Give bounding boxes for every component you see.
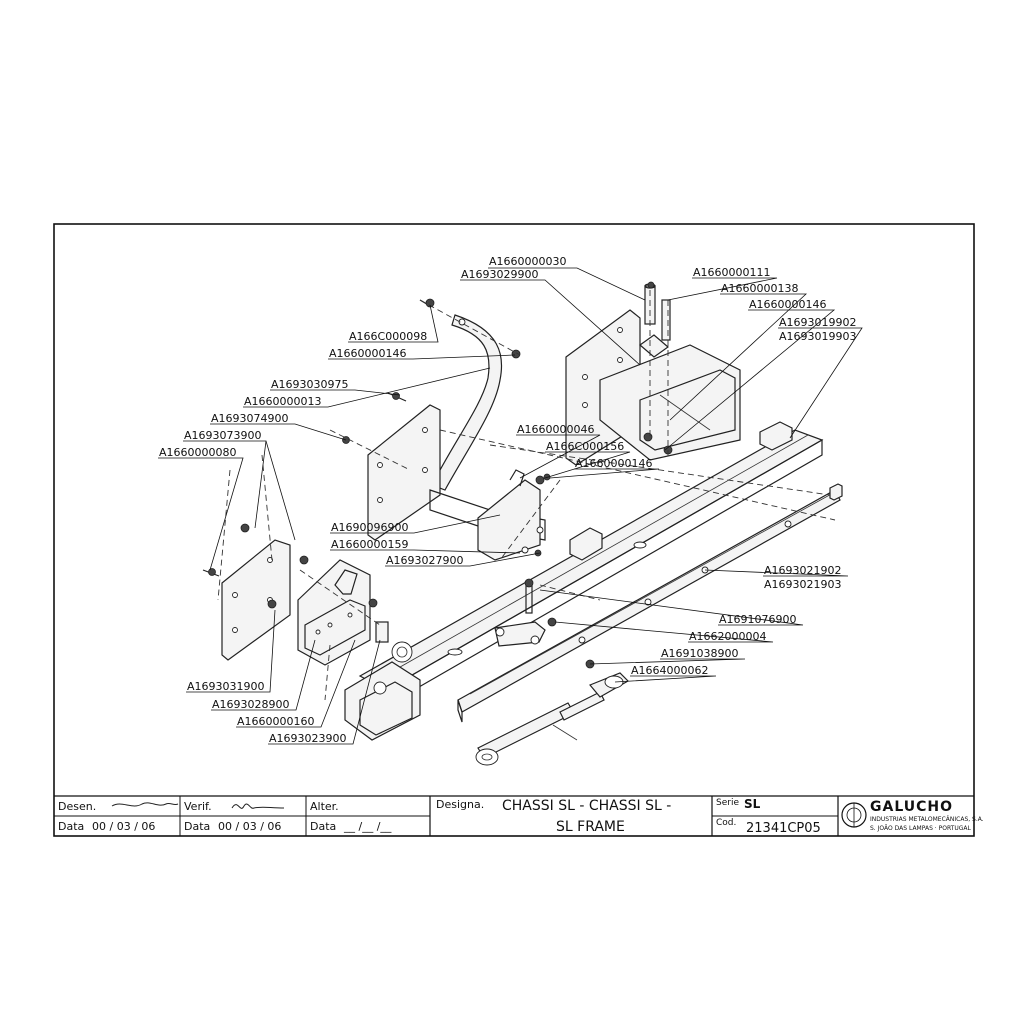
desen-label: Desen. bbox=[58, 800, 96, 813]
verif-signature bbox=[231, 803, 285, 809]
alter-data-label: Data bbox=[310, 820, 336, 833]
desen-date: 00 / 03 / 06 bbox=[92, 820, 155, 833]
part-label: A166C000098 bbox=[349, 330, 427, 343]
serie-value: SL bbox=[744, 797, 761, 811]
part-label: A166C000156 bbox=[546, 440, 624, 453]
part-label: A1660000160 bbox=[237, 715, 315, 728]
part-label: A1693021903 bbox=[764, 578, 842, 591]
part-labels: A1660000030 A1693029900 A1660000111 A166… bbox=[159, 255, 857, 745]
leader-lines bbox=[158, 267, 863, 745]
left-hook-bracket bbox=[297, 559, 371, 666]
part-label: A1693073900 bbox=[184, 429, 262, 442]
company-name: GALUCHO bbox=[870, 799, 953, 815]
verif-date: 00 / 03 / 06 bbox=[218, 820, 281, 833]
turnbuckle bbox=[475, 672, 629, 766]
serie-label: Serie bbox=[716, 798, 739, 808]
part-label: A1660000080 bbox=[159, 446, 237, 459]
cod-label: Cod. bbox=[716, 818, 736, 828]
designa-label: Designa. bbox=[436, 798, 484, 811]
part-label: A1660000146 bbox=[329, 347, 407, 360]
part-label: A1662000004 bbox=[689, 630, 767, 643]
part-label: A1693031900 bbox=[187, 680, 265, 693]
part-label: A1693028900 bbox=[212, 698, 290, 711]
part-label: A1664000062 bbox=[631, 664, 709, 677]
part-label: A1691076900 bbox=[719, 613, 797, 626]
part-label: A1693027900 bbox=[386, 554, 464, 567]
coupling-head bbox=[344, 641, 421, 741]
inner-beam bbox=[457, 488, 841, 723]
part-label: A1660000138 bbox=[721, 282, 799, 295]
part-label: A1693023900 bbox=[269, 732, 347, 745]
fasteners bbox=[202, 281, 655, 669]
part-label: A1690096900 bbox=[331, 521, 409, 534]
part-label: A1660000111 bbox=[693, 266, 771, 279]
designation-line2: SL FRAME bbox=[556, 819, 625, 835]
part-label: A1660000046 bbox=[517, 423, 595, 436]
title-block: Desen. Data 00 / 03 / 06 Verif. Data 00 … bbox=[54, 795, 984, 836]
part-label: A1693019902 bbox=[779, 316, 857, 329]
cod-value: 21341CP05 bbox=[746, 821, 821, 836]
part-label: A1693019903 bbox=[779, 330, 857, 343]
company-subtitle: INDUSTRIAS METALOMECÂNICAS, S.A. bbox=[870, 816, 984, 823]
part-label: A1660000146 bbox=[575, 457, 653, 470]
left-plate bbox=[221, 539, 291, 661]
part-label: A1691038900 bbox=[661, 647, 739, 660]
verif-label: Verif. bbox=[184, 800, 212, 813]
part-label: A1693021902 bbox=[764, 564, 842, 577]
part-label: A1693029900 bbox=[461, 268, 539, 281]
alter-label: Alter. bbox=[310, 800, 339, 813]
part-label: A1693030975 bbox=[271, 378, 349, 391]
desen-signature bbox=[111, 802, 179, 807]
exploded-assembly bbox=[202, 281, 843, 766]
desen-data-label: Data bbox=[58, 820, 84, 833]
upper-right-bracket bbox=[565, 283, 741, 466]
company-logo: GALUCHO INDUSTRIAS METALOMECÂNICAS, S.A.… bbox=[841, 799, 984, 832]
verif-data-label: Data bbox=[184, 820, 210, 833]
middle-hook-bracket bbox=[477, 469, 544, 561]
alter-date: __ /__ /__ bbox=[343, 820, 392, 833]
part-label: A1660000013 bbox=[244, 395, 322, 408]
link-arm bbox=[494, 578, 546, 647]
part-label: A1660000159 bbox=[331, 538, 409, 551]
drawing-border bbox=[53, 223, 975, 837]
part-label: A1660000030 bbox=[489, 255, 567, 268]
company-address: S. JOÃO DAS LAMPAS · PORTUGAL bbox=[870, 825, 971, 832]
part-label: A1660000146 bbox=[749, 298, 827, 311]
assembly-lines bbox=[217, 290, 836, 701]
curved-arm bbox=[431, 314, 503, 491]
designation-line1: CHASSI SL - CHASSI SL - bbox=[502, 798, 671, 814]
part-label: A1693074900 bbox=[211, 412, 289, 425]
